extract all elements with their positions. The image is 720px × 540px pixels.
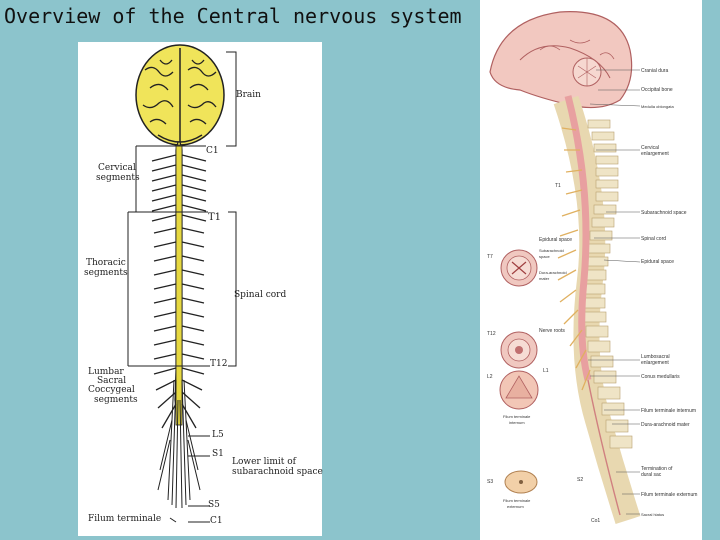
- rlabel-sacral-hiatus: Sacral hiatus: [641, 512, 665, 517]
- rlabel-subarachnoid-left-2: space: [539, 254, 550, 259]
- rlabel-filum-int-1: Filum terminale: [503, 414, 531, 419]
- rlabel-lumbosacral-1: Lumbosacral: [641, 354, 670, 360]
- rlabel-l2: L2: [487, 374, 493, 380]
- rlabel-s3: S3: [487, 479, 494, 485]
- rlabel-nerve-roots: Nerve roots: [539, 328, 565, 334]
- label-s5: S5: [208, 500, 220, 510]
- label-filum-terminale: Filum terminale: [88, 514, 162, 524]
- rlabel-subarachnoid: Subarachnoid space: [641, 210, 687, 216]
- label-lumbar: Lumbar: [88, 367, 124, 377]
- label-lower-limit-1: Lower limit of: [232, 457, 296, 467]
- label-lscc-segments: segments: [94, 395, 138, 405]
- label-c1-top: C1: [206, 146, 219, 156]
- rlabel-filum-internum: Filum terminale internum: [641, 408, 697, 414]
- label-t1: T1: [208, 212, 222, 223]
- rlabel-filum-ext-1: Filum terminale: [503, 498, 531, 503]
- cross-section-t7: [500, 249, 538, 287]
- rlabel-subarachnoid-left-1: Subarachnoid: [539, 248, 564, 253]
- rlabel-medulla: Medulla oblongata: [641, 104, 674, 109]
- rlabel-termination-2: dural sac: [641, 472, 662, 478]
- rlabel-cranial-dura: Cranial dura: [641, 68, 669, 74]
- label-t12: T12: [210, 359, 228, 369]
- label-cervical: Cervical: [98, 163, 136, 173]
- label-s1: S1: [212, 449, 224, 459]
- rlabel-conus: Conus medullaris: [641, 374, 680, 380]
- cross-section-l2: [499, 370, 539, 410]
- cross-section-t12: [500, 331, 538, 369]
- label-coccygeal: Coccygeal: [88, 385, 135, 395]
- rlabel-filum-externum: Filum terminale externum: [641, 492, 698, 498]
- label-thoracic: Thoracic: [86, 258, 126, 268]
- rlabel-dura-mater: Dura-arachnoid mater: [641, 422, 690, 428]
- slide-title: Overview of the Central nervous system: [4, 4, 462, 28]
- label-lower-limit-2: subarachnoid space: [232, 467, 323, 477]
- rlabel-termination-1: Termination of: [641, 466, 673, 472]
- rlabel-occipital-bone: Occipital bone: [641, 87, 673, 93]
- rlabel-t12: T12: [487, 331, 496, 337]
- rlabel-dura-left-2: mater: [539, 276, 550, 281]
- rlabel-epidural-space-left: Epidural space: [539, 237, 573, 243]
- rlabel-lumbosacral-2: enlargement: [641, 360, 669, 366]
- label-sacral: Sacral: [97, 376, 127, 386]
- rlabel-t1: T1: [555, 183, 561, 189]
- rlabel-epidural-space: Epidural space: [641, 259, 675, 265]
- cross-section-s3: [504, 470, 538, 494]
- rlabel-co1: Co1: [591, 518, 601, 524]
- rlabel-cervical-enl-2: enlargement: [641, 151, 669, 157]
- rlabel-s2: S2: [577, 477, 584, 483]
- rlabel-filum-int-2: internum: [509, 420, 525, 425]
- rlabel-cervical-enl-1: Cervical: [641, 145, 660, 151]
- label-thoracic-segments: segments: [84, 268, 128, 278]
- rlabel-spinal-cord: Spinal cord: [641, 236, 667, 242]
- rlabel-l1: L1: [543, 368, 549, 374]
- label-cervical-segments: segments: [96, 173, 140, 183]
- label-c1-bottom: C1: [210, 516, 223, 526]
- rlabel-filum-ext-2: externum: [507, 504, 524, 509]
- label-spinal-cord: Spinal cord: [234, 290, 287, 300]
- sagittal-brain-illustration: [489, 11, 633, 109]
- label-brain: Brain: [236, 90, 261, 100]
- rlabel-dura-left-1: Dura-arachnoid: [539, 270, 567, 275]
- rlabel-t7: T7: [487, 254, 493, 260]
- label-l5: L5: [212, 430, 224, 440]
